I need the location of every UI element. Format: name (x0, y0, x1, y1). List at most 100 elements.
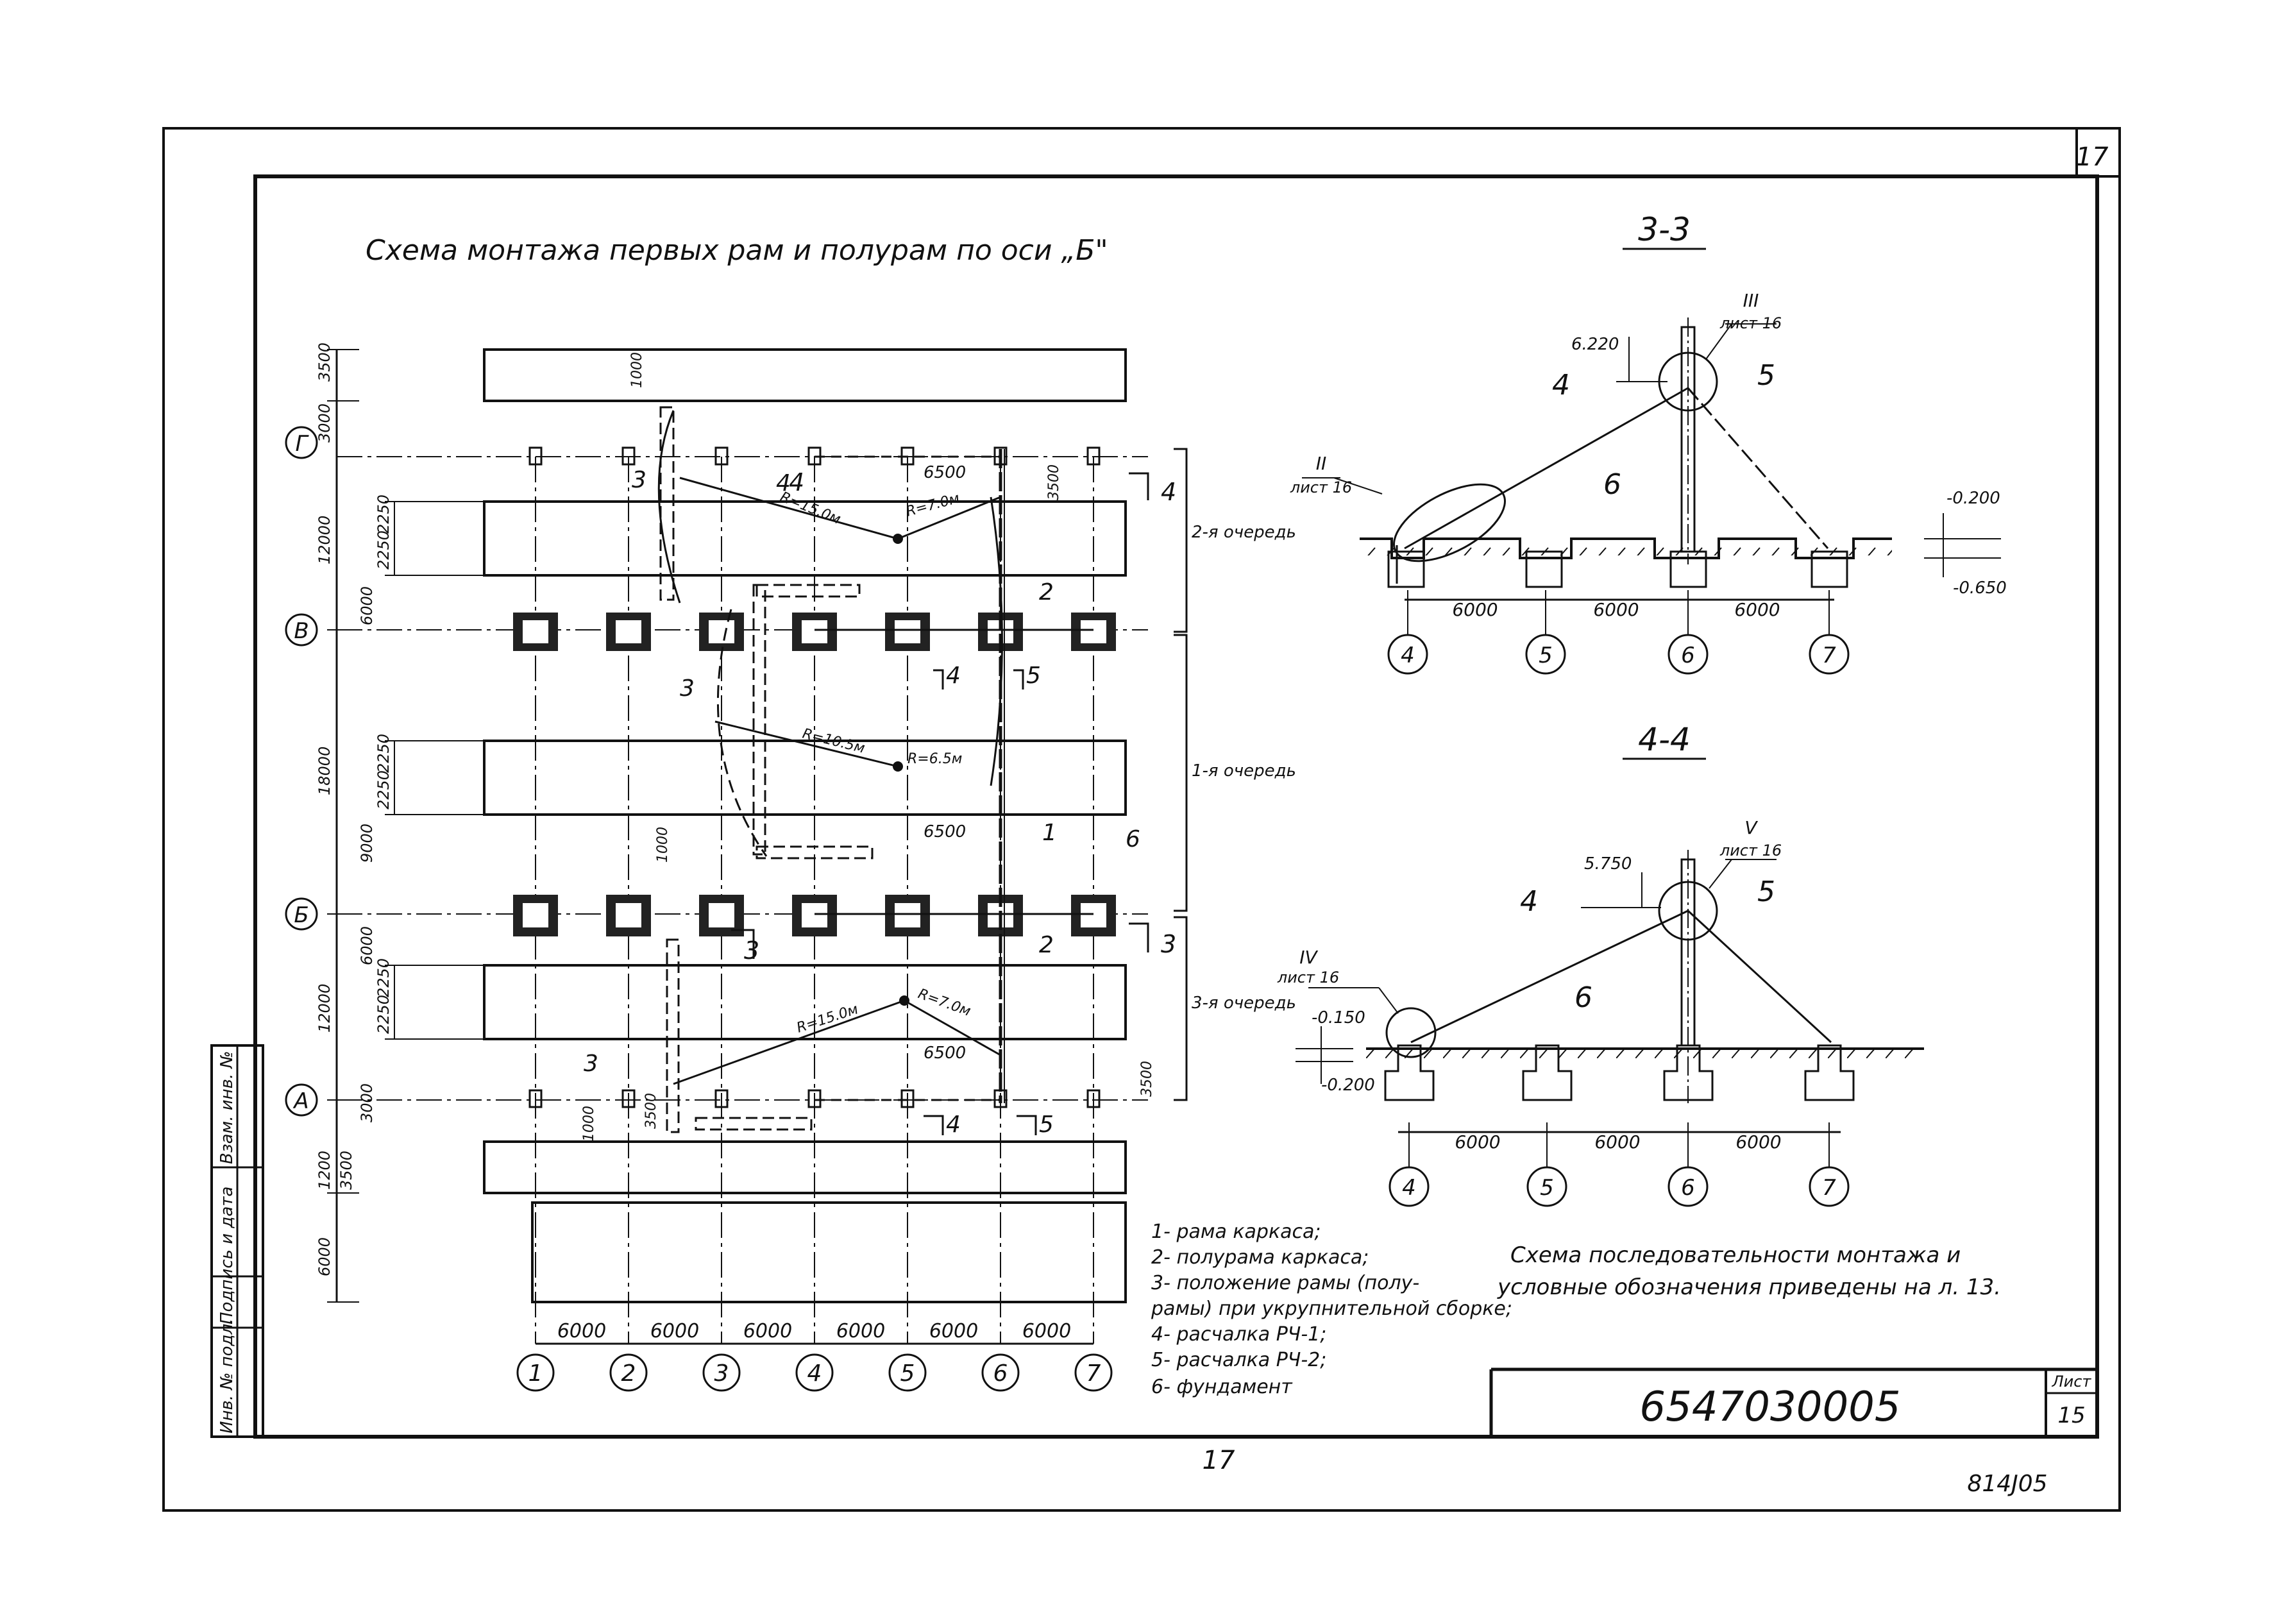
sheet-number: 15 (2057, 1403, 2085, 1428)
section-44-label-5: 5 (1757, 875, 1775, 908)
section-mark-lines (731, 472, 1149, 1135)
section-33-axis-7: 7 (1822, 643, 1836, 668)
span-1: 6000 (650, 1320, 699, 1342)
note: Схема последовательности монтажа и услов… (1497, 1242, 2001, 1300)
callout-11: 5 (1039, 1112, 1054, 1138)
section-44-node-left-ref: лист 16 (1277, 968, 1339, 986)
note-line-1: Схема последовательности монтажа и (1510, 1242, 1961, 1268)
dim-inner-7: 1000 (581, 1106, 597, 1142)
section-33-span-1: 6000 (1593, 599, 1639, 620)
legend-item-3b: рамы) при укрупнительной сборке; (1151, 1298, 1512, 1320)
dim-left-8: 2250 (375, 770, 393, 809)
stamp-podpis: Подпись и дата (217, 1187, 237, 1324)
span-2: 6000 (743, 1320, 792, 1342)
legend: 1- рама каркаса; 2- полурама каркаса; 3-… (1151, 1221, 1512, 1398)
assembly-positions (659, 406, 874, 1133)
left-dimension-lines (327, 349, 487, 1303)
callout-8: 2 (1039, 932, 1054, 958)
stage-label-1: 1-я очередь (1192, 761, 1296, 781)
section-33-node-top-ref: лист 16 (1719, 314, 1782, 332)
dim-inner-2: 3500 (1046, 464, 1062, 500)
section-33-label-6: 6 (1603, 468, 1621, 501)
section-44-node-left-num: IV (1299, 947, 1318, 968)
section-33-drawing (1302, 317, 2001, 675)
stage-label-2: 2-я очередь (1192, 523, 1296, 542)
dim-left-5: 6000 (358, 586, 376, 625)
section-44-axis-7: 7 (1822, 1175, 1836, 1201)
section-mark-2: 3 (744, 936, 759, 965)
section-33-elev-top: 6.220 (1571, 335, 1619, 354)
frames-and-bracing (657, 410, 1093, 1103)
dim-inner-8: 3500 (1139, 1061, 1155, 1097)
section-44-axis-5: 5 (1540, 1175, 1554, 1201)
section-44-node-top-ref: лист 16 (1719, 842, 1782, 859)
col-axis-4: 4 (807, 1360, 822, 1387)
col-axis-1: 1 (528, 1360, 543, 1387)
section-33-label-5: 5 (1757, 359, 1775, 392)
section-mark-1: 3 (1161, 930, 1176, 958)
section-44-span-2: 6000 (1735, 1131, 1781, 1153)
dim-inner-1: 6500 (924, 463, 966, 482)
dim-left-7: 18000 (316, 747, 333, 795)
legend-item-4: 4- расчалка РЧ-1; (1151, 1323, 1326, 1346)
section-33-elev-found: -0.650 (1953, 579, 2007, 598)
legend-item-6: 6- фундамент (1151, 1376, 1293, 1398)
span-4: 6000 (929, 1320, 978, 1342)
dim-left-16: 1200 (316, 1151, 333, 1190)
legend-item-1: 1- рама каркаса; (1151, 1221, 1321, 1243)
col-axis-5: 5 (900, 1360, 915, 1387)
section-33-axis-6: 6 (1681, 643, 1695, 668)
col-axis-6: 6 (993, 1360, 1008, 1387)
legend-item-3: 3- положение рамы (полу- (1151, 1272, 1419, 1294)
columns-row-g (528, 446, 1101, 466)
archive-number: 814J05 (1967, 1471, 2047, 1497)
dim-left-15: 3500 (337, 1151, 355, 1190)
dim-left-12: 12000 (316, 984, 333, 1033)
col-axis-2: 2 (621, 1360, 636, 1387)
section-33-span-0: 6000 (1452, 599, 1498, 620)
dim-left-4: 2250 (375, 530, 393, 570)
callout-9: 3 (584, 1051, 598, 1077)
section-44-node-top-num: V (1744, 817, 1758, 838)
section-33-axis-4: 4 (1401, 643, 1415, 668)
columns-row-a (528, 1089, 1101, 1108)
dim-inner-5: 6500 (924, 1044, 966, 1063)
foundations-row-b (513, 895, 1116, 936)
section-44-elev-top: 5.750 (1584, 854, 1632, 874)
dim-left-6: 2250 (375, 734, 393, 773)
dim-inner-4: 1000 (655, 827, 671, 863)
title-block (1489, 1367, 2097, 1437)
section-44-label-4: 4 (1520, 885, 1538, 918)
row-axis-a: А (292, 1088, 308, 1114)
section-44-elev-ground: -0.150 (1312, 1008, 1365, 1028)
plan-slabs (483, 348, 1127, 1303)
dim-left-3: 12000 (316, 516, 333, 564)
callout-4: 4 (946, 663, 961, 689)
section-44-axis-4: 4 (1402, 1175, 1416, 1201)
callout-10: 4 (946, 1112, 961, 1138)
plan-title: Схема монтажа первых рам и полурам по ос… (366, 234, 1108, 267)
legend-item-5: 5- расчалка РЧ-2; (1151, 1349, 1326, 1371)
col-axis-7: 7 (1086, 1360, 1101, 1387)
dim-left-17: 6000 (316, 1237, 333, 1276)
section-33-elev-ground: -0.200 (1946, 489, 2000, 508)
stage-label-3: 3-я очередь (1192, 994, 1296, 1013)
callout-3: 3 (680, 675, 695, 702)
page-number-top: 17 (2076, 142, 2109, 172)
row-axis-bubbles (285, 426, 318, 1117)
span-0: 6000 (557, 1320, 606, 1342)
dim-left-9: 9000 (358, 824, 376, 863)
section-44-title: 4-4 (1638, 721, 1691, 758)
section-44-span-1: 6000 (1594, 1131, 1640, 1153)
page-number-bottom: 17 (1203, 1446, 1235, 1475)
section-33-axis-5: 5 (1539, 643, 1553, 668)
dim-left-0: 3500 (316, 343, 333, 382)
section-44-span-0: 6000 (1455, 1131, 1500, 1153)
span-5: 6000 (1022, 1320, 1071, 1342)
callout-5: 5 (1026, 663, 1041, 689)
dim-inner-6: 3500 (643, 1093, 659, 1129)
span-3: 6000 (836, 1320, 885, 1342)
section-44-axis-6: 6 (1681, 1175, 1695, 1201)
section-33-node-left-ref: лист 16 (1290, 478, 1352, 496)
dim-inner-3: 6500 (924, 822, 966, 842)
